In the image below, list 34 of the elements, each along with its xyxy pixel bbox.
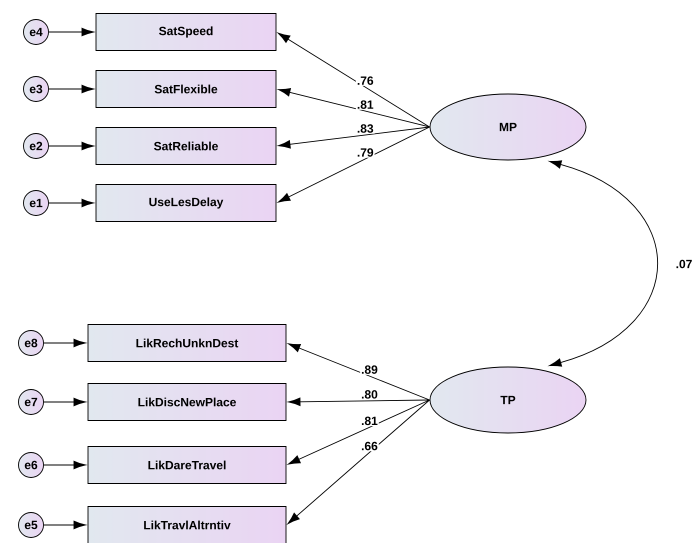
arrow	[278, 32, 430, 128]
arrow	[549, 160, 658, 367]
variable-box: LikRechUnknDest	[88, 324, 286, 362]
variable-box: SatSpeed	[96, 13, 276, 51]
edge-label: .79	[356, 147, 375, 158]
edge-label: .83	[356, 123, 375, 134]
arrow	[48, 142, 94, 150]
variable-box: LikTravlAltrntiv	[88, 506, 286, 543]
edge-label: .76	[356, 75, 375, 86]
variable-box: LikDareTravel	[88, 446, 286, 484]
arrow	[278, 126, 430, 202]
arrow	[44, 460, 86, 470]
arrow	[288, 343, 430, 400]
arrow	[278, 126, 430, 149]
arrow	[44, 520, 86, 530]
edge-label: .89	[360, 364, 379, 375]
arrow	[48, 84, 94, 94]
arrow	[278, 88, 430, 128]
arrow	[48, 198, 94, 208]
arrow	[288, 398, 430, 406]
variable-box: LikDiscNewPlace	[88, 383, 286, 421]
edge-label: .81	[360, 416, 379, 426]
variable-box: SatFlexible	[96, 70, 276, 108]
arrow	[288, 400, 430, 465]
edge-label: .81	[356, 99, 375, 110]
arrow	[288, 400, 430, 524]
edge-label: .07	[674, 258, 694, 270]
arrow	[48, 28, 94, 36]
variable-box: SatReliable	[96, 127, 276, 165]
arrow	[44, 398, 86, 406]
edge-label: .66	[360, 440, 379, 452]
variable-box: UseLesDelay	[96, 184, 276, 222]
arrow	[44, 338, 86, 348]
edge-label: .80	[360, 389, 379, 400]
